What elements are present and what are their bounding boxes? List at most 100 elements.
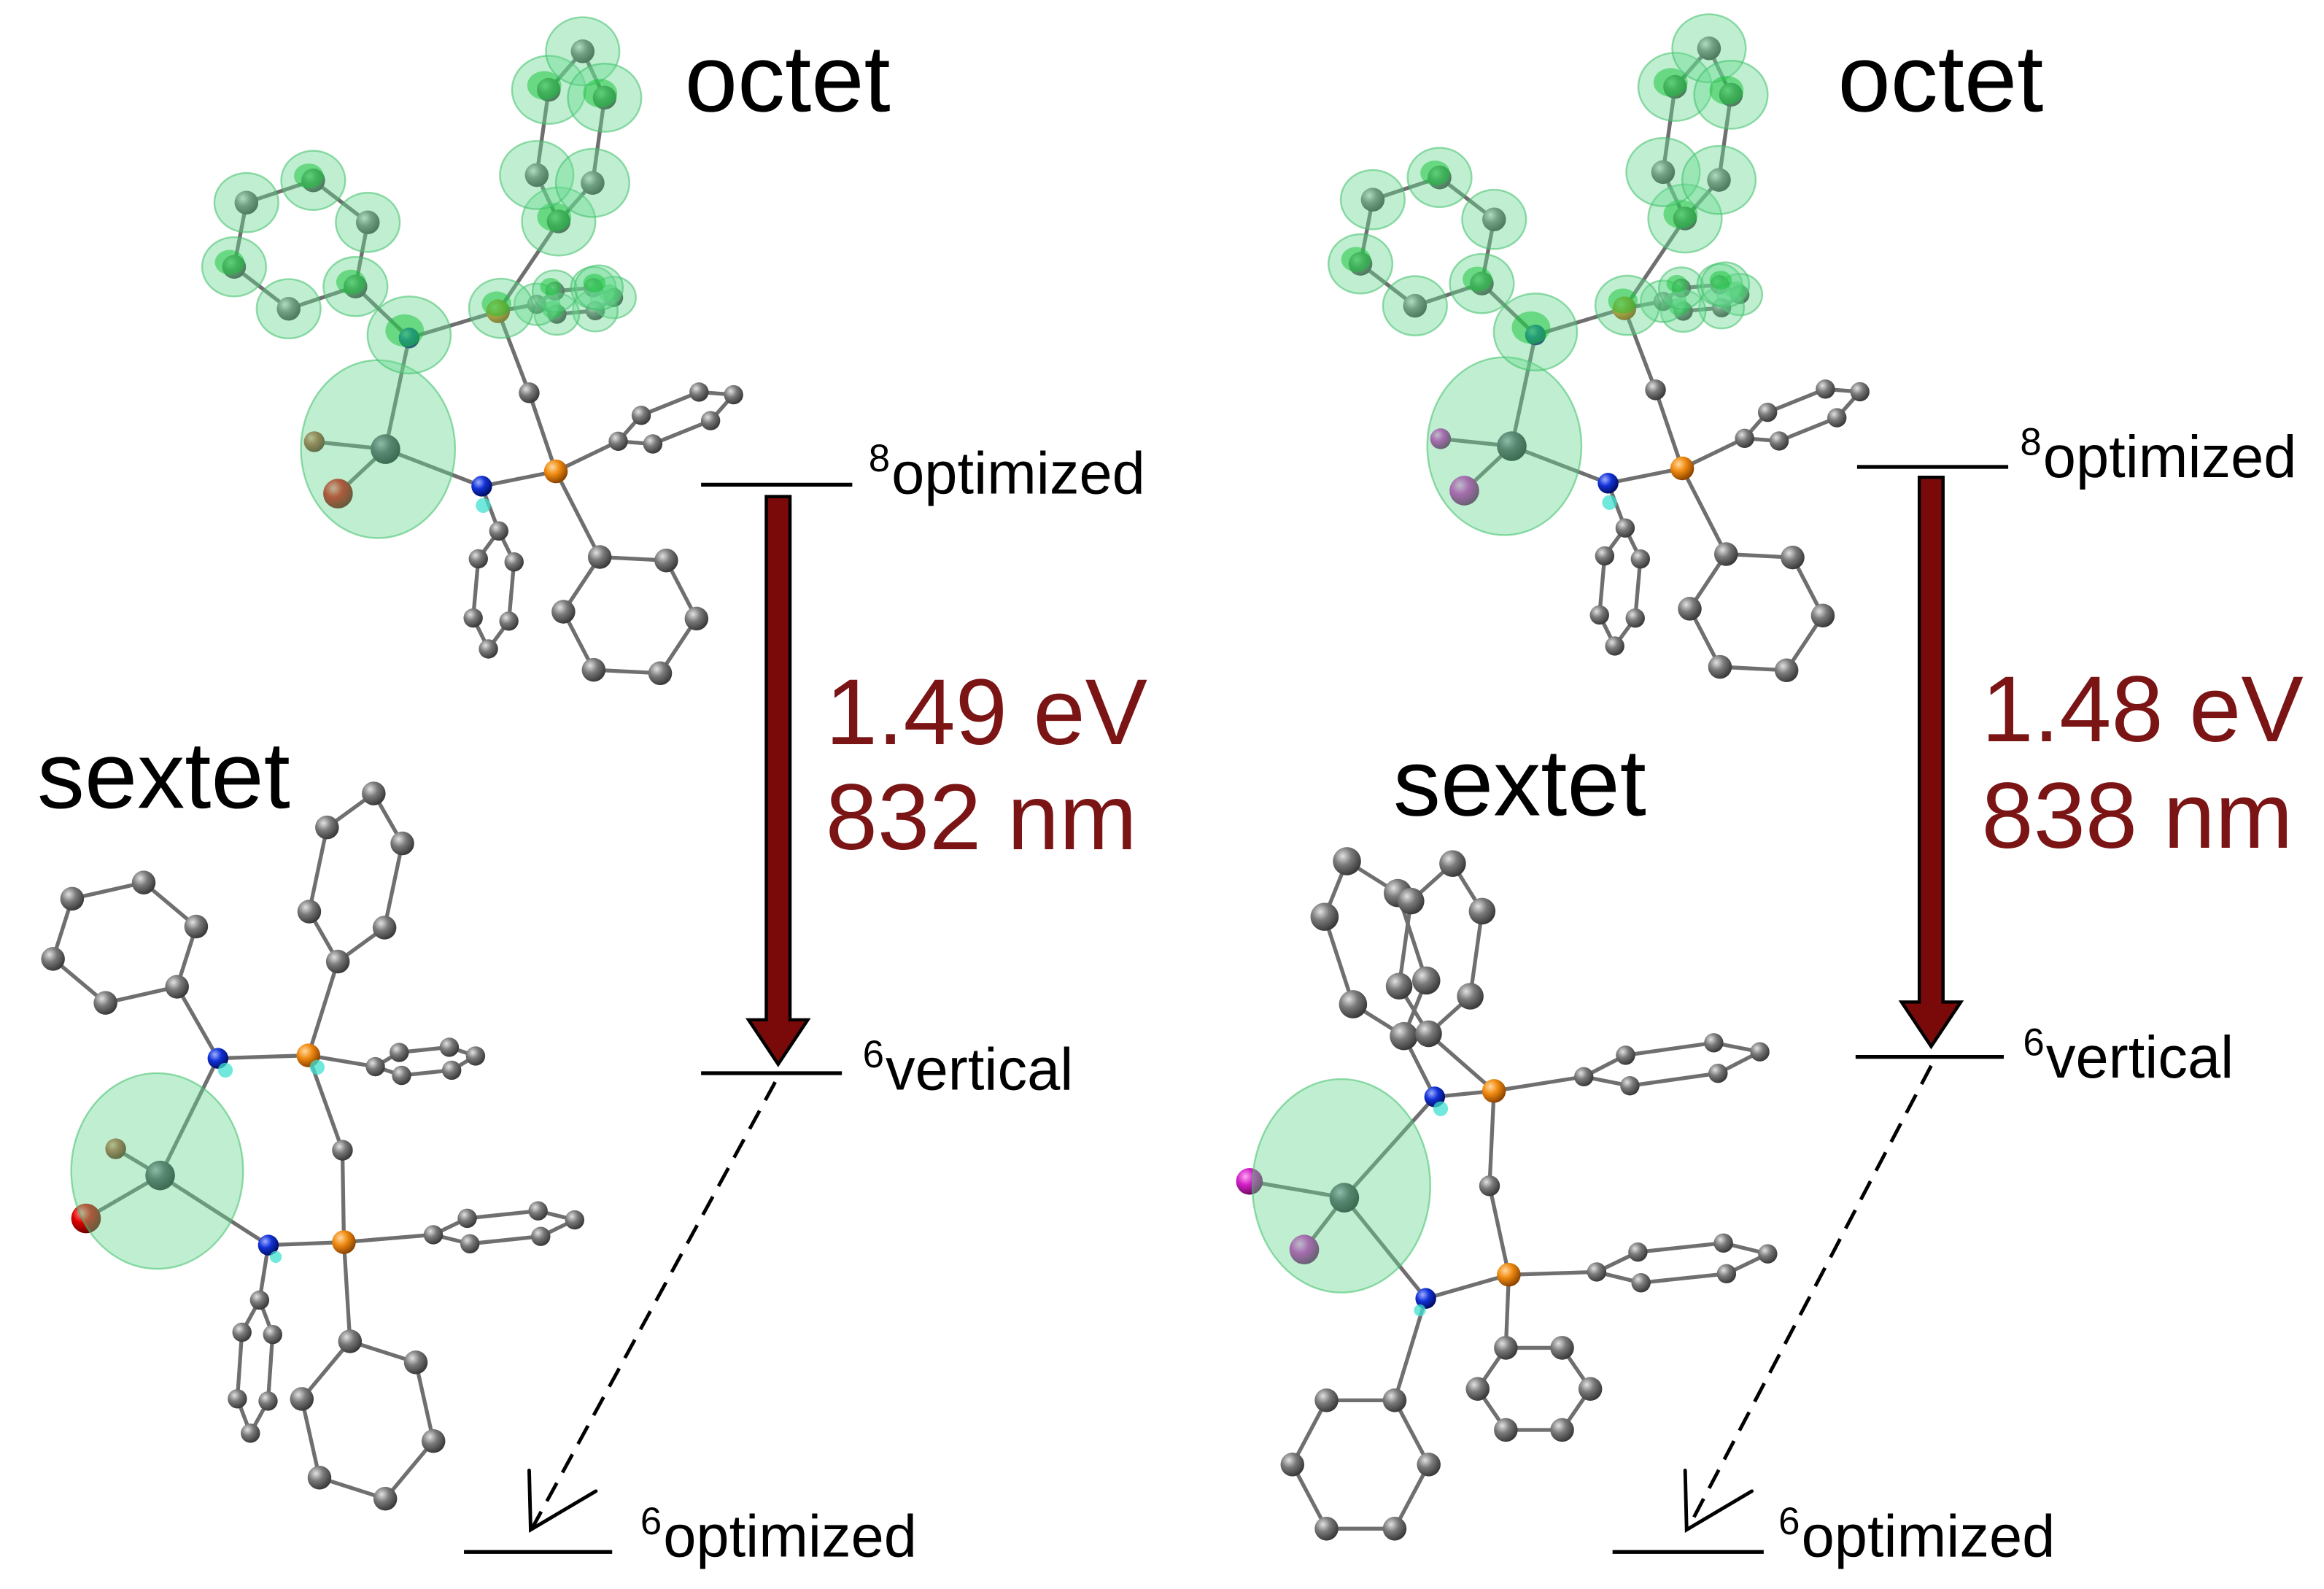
relaxation-arrow-dashed [1686,1064,1933,1529]
brown-ligand-atom [105,1138,126,1159]
carbon-atom [439,1037,460,1057]
carbon-atom [1415,1020,1442,1048]
spin-density-lobe-inner [583,274,606,293]
carbon-atom [1605,636,1624,656]
metal-center-atom [145,1160,175,1191]
spin-density-lobe [213,171,279,233]
carbon-atom [1769,431,1789,451]
carbon-atom [1615,518,1635,538]
carbon-atom [1382,1517,1407,1541]
carbon-atom [1411,966,1441,995]
carbon-atom [1494,1336,1518,1360]
bond [1509,444,1611,485]
carbon-atom [1550,1418,1574,1442]
carbon-atom [565,1210,585,1230]
spin-density-lobe-inner [1653,68,1688,97]
spin-density-lobe-metal [1426,356,1583,536]
level-label-sextet-optimized: 6optimized [1778,1500,2055,1569]
relaxation-arrowhead [1683,1469,1754,1533]
carbon-atom [1750,1042,1770,1062]
carbon-atom [1589,605,1609,625]
bond [383,1439,435,1501]
carbon-atom [479,639,498,659]
carbon-atom [1280,1453,1305,1477]
carbon-atom [403,1350,428,1375]
carbon-atom [315,815,339,840]
bond [1506,1269,1599,1277]
bond [1393,1462,1431,1531]
spin-density-lobe-inner [1608,288,1638,314]
carbon-atom [1827,408,1847,428]
bond [639,390,701,417]
carbon-atom [1360,187,1385,212]
bond [306,959,340,1058]
phosphorus-atom [1670,456,1694,481]
excitation-arrow [745,495,811,1067]
bond [175,984,220,1061]
energy-gap-label: 1.49 eV [826,660,1147,765]
carbon-atom [93,991,117,1015]
panel-right-molecules [1236,13,1870,1541]
spin-density-lobe-inner [598,284,620,302]
carbon-atom [276,296,301,321]
level-name: vertical [886,1036,1073,1102]
carbon-atom [1479,1175,1500,1196]
carbon-atom [631,406,651,425]
nitrogen-atom [1415,1288,1436,1310]
carbon-atom [1816,379,1835,399]
carbon-atom [1390,1021,1418,1051]
carbon-atom [332,1140,353,1161]
bond [1487,1089,1496,1188]
carbon-atom [338,1329,363,1353]
bond [1342,1195,1428,1301]
bond [1393,1398,1431,1466]
bond [468,1234,543,1246]
bond [266,1240,346,1248]
red-ligand-atom [323,479,353,509]
bond [554,469,602,560]
spin-density-lobe-inner [385,314,425,347]
spin-density-lobe [554,147,631,218]
bond [1623,1040,1716,1058]
carbon-atom [249,1290,270,1310]
spin-density-lobe [1339,169,1406,231]
molecule-sextet-spin-density [70,1059,325,1270]
carbon-atom [528,1201,548,1221]
bond [1633,557,1643,620]
carbon-atom [390,1043,409,1062]
relaxation-arrow-dashed [530,1080,777,1529]
phosphorus-atom [1497,1263,1521,1287]
carbon-atom [643,434,663,454]
bond [471,557,481,620]
bond [1627,1071,1720,1088]
carbon-atom [1439,850,1466,877]
spin-density-lobe-metal [70,1072,244,1270]
carbon-atom [1714,542,1738,566]
spin-density-lobe-metal [300,359,457,539]
level-label-octet-optimized: 8optimized [2020,421,2296,490]
carbon-atom [60,886,85,911]
carbon-atom [1482,207,1506,231]
bond [103,984,179,1005]
carbon-atom [468,549,488,569]
carbon-atom [390,831,414,856]
bond [1342,1094,1437,1200]
bond [1622,306,1658,392]
carbon-atom [1398,887,1425,915]
panel-left: octet sextet 8optimized 1.49 eV 832 nm 6… [37,25,1147,1569]
carbon-atom [1707,168,1731,192]
carbon-atom [581,171,605,195]
magenta-ligand-atom [1289,1234,1320,1265]
spin-density-lobe-inner [1724,281,1746,299]
spin-density-lobe-inner [1663,199,1698,229]
molecule-octet [201,16,743,686]
carbon-atom [1417,1453,1441,1477]
bond [300,1339,352,1402]
carbon-atom [724,384,743,405]
bond [341,1232,435,1245]
carbon-atom [184,914,209,939]
molecule-sextet-atoms [1236,847,1778,1541]
carbon-atom [1716,1264,1737,1284]
panel-left-molecules [41,16,743,1511]
bond [382,841,405,930]
